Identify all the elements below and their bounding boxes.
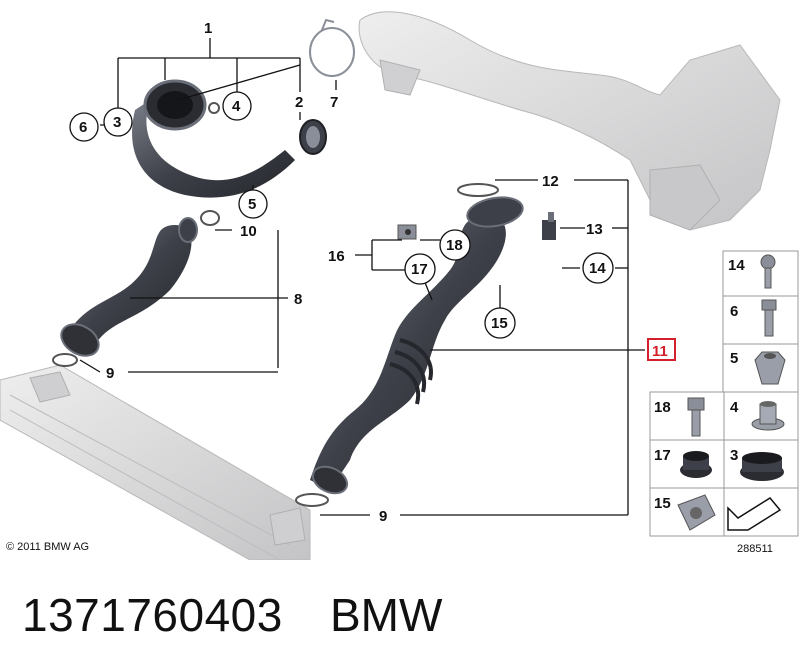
callout-11-box xyxy=(647,338,676,361)
callout-9-left: 9 xyxy=(106,365,114,382)
legend-label-6: 6 xyxy=(730,303,738,320)
drawing-number: 288511 xyxy=(737,543,773,555)
callout-3-circle xyxy=(103,107,133,137)
callout-1: 1 xyxy=(204,20,212,37)
callout-15: 15 xyxy=(491,315,508,332)
callout-4-circle xyxy=(222,91,252,121)
screw-icon xyxy=(760,254,776,289)
callout-15-circle xyxy=(484,307,516,339)
legend-label-14: 14 xyxy=(728,257,745,274)
bracket-16 xyxy=(397,224,417,240)
legend-label-15: 15 xyxy=(654,495,671,512)
ghost-intercooler xyxy=(0,364,311,560)
clamp-ring-2 xyxy=(299,119,327,155)
hex-bolt-icon xyxy=(687,397,705,437)
callout-3: 3 xyxy=(113,114,121,131)
callout-6: 6 xyxy=(79,119,87,136)
callout-14: 14 xyxy=(589,260,606,277)
rubber-grommet-17-icon xyxy=(680,451,712,478)
arrow-direction-icon xyxy=(727,497,782,531)
oring-12 xyxy=(457,183,499,197)
spacer-nut-icon xyxy=(751,401,785,431)
hose-upper xyxy=(132,79,295,198)
brand-name: BMW xyxy=(330,589,443,641)
parts-legend: 14 6 5 18 4 17 3 15 xyxy=(649,250,799,537)
sensor-13 xyxy=(542,212,556,240)
bolt-icon xyxy=(761,299,777,337)
callout-4: 4 xyxy=(232,98,241,115)
callout-14-circle xyxy=(582,252,614,284)
oring-4 xyxy=(208,102,220,114)
callout-18-circle xyxy=(439,229,471,261)
legend-label-18: 18 xyxy=(654,399,671,416)
callout-8: 8 xyxy=(294,291,302,308)
clip-nut-icon xyxy=(677,494,716,531)
legend-label-17: 17 xyxy=(654,447,671,464)
oring-10 xyxy=(200,210,220,226)
callout-11: 11 xyxy=(652,343,668,360)
ghost-intake-duct xyxy=(358,11,781,231)
rubber-grommet-3-icon xyxy=(740,452,784,481)
hose-main xyxy=(310,196,524,495)
legend-label-4: 4 xyxy=(730,399,739,416)
spring-clamp-7 xyxy=(309,18,355,77)
hex-nut-icon xyxy=(754,351,786,385)
legend-label-3: 3 xyxy=(730,447,738,464)
callout-13: 13 xyxy=(586,221,603,238)
oring-9-right xyxy=(295,493,329,507)
part-number: 1371760403 xyxy=(22,589,283,641)
callout-16: 16 xyxy=(328,248,345,265)
legend-label-5: 5 xyxy=(730,350,738,367)
callout-18: 18 xyxy=(446,237,463,254)
callout-10: 10 xyxy=(240,223,257,240)
callout-17-circle xyxy=(404,253,436,285)
hose-left xyxy=(60,217,198,357)
callout-2: 2 xyxy=(295,94,303,111)
callout-9-right: 9 xyxy=(379,508,387,525)
callout-17: 17 xyxy=(411,261,428,278)
callout-5: 5 xyxy=(248,196,256,213)
oring-9-left xyxy=(52,353,78,367)
callout-6-circle xyxy=(69,112,99,142)
callout-7: 7 xyxy=(330,94,338,111)
parts-diagram: 1 3 6 4 2 7 5 10 8 9 12 13 14 16 17 18 1… xyxy=(0,11,799,560)
callout-12: 12 xyxy=(542,173,559,190)
copyright-text: © 2011 BMW AG xyxy=(6,541,90,553)
callout-5-circle xyxy=(238,189,268,219)
